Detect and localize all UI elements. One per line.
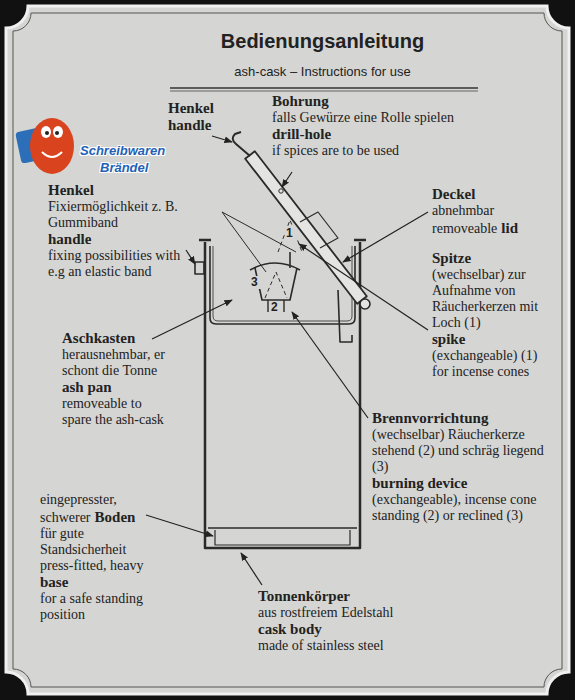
title-rule [170,87,478,89]
lid-tab [300,212,338,248]
callout-group: Aschkastenherausnehmbar, er schont die T… [62,330,172,428]
lid [245,151,367,303]
leader-line [152,300,232,339]
subtitle-group: ash-cask – Instructions for use [170,64,475,79]
spike [289,252,291,268]
callout-group: Tonnenkörperaus rostfreiem Edelstahlcask… [258,588,488,654]
cone-reclined [222,212,296,272]
cask-base [215,530,350,545]
callout-group: Henkelhandle [168,100,248,134]
callout: Boden [95,509,136,525]
leader-line [343,212,428,262]
cask-body [205,242,360,548]
callout: Brennvorrichtung [372,410,548,427]
callout: for a safe standing position [40,591,162,623]
callout: Deckel [432,186,550,203]
title: Bedienungsanleitung [170,30,475,53]
callout: handle [168,117,248,134]
lid-handle [233,132,250,156]
side-handle [195,262,204,274]
leader-line [292,312,368,418]
leader-line [146,515,213,536]
callout: Henkel [48,182,183,199]
callout-group: eingepresster, schwererBodenfür gute Sta… [40,490,162,623]
callout: falls Gewürze eine Rolle spielen [272,110,534,126]
callout: (exchangeable) (1) for incense cones [432,348,550,380]
watermark: Brändel [100,160,190,175]
callout: base [40,574,162,591]
watermark: Schreibwaren [80,143,190,158]
burner [250,263,300,270]
callout: Bohrung [272,93,534,110]
callout: (wechselbar) zur Aufnahme von Räucherker… [432,267,550,331]
callout: cask body [258,621,488,638]
card-border [13,13,562,687]
leader-line [282,172,292,187]
callout-number-group: 1 [285,227,297,240]
leader-line [241,553,262,585]
callout: Fixiermöglichkeit z. B. Gummiband [48,199,183,231]
callout-group: HenkelFixiermöglichkeit z. B. Gummibandh… [48,182,183,280]
cone-standing [278,220,302,252]
title-rule [170,91,478,92]
callout-number-group: 3 [250,276,262,289]
cask-base [208,527,357,528]
subtitle: ash-cask – Instructions for use [170,64,475,79]
callout-number: 2 [270,301,282,314]
callout: handle [48,231,183,248]
leader-line [212,136,232,142]
watermark-logo [15,118,74,174]
callout: herausnehmbar, er schont die Tonne [62,347,172,379]
callout: removeable to spare the ash-cask [62,396,172,428]
callout: ash pan [62,379,172,396]
callout-number-group: 2 [270,301,282,314]
callout: press-fitted, heavy [40,558,162,574]
callout: lid [501,220,518,236]
callout: burning device [372,475,548,492]
callout: Henkel [168,100,248,117]
callout: spike [432,331,550,348]
leader-line [186,250,195,264]
callout: aus rostfreiem Edelstahl [258,605,488,621]
watermark-group: Schreibwaren [80,143,190,158]
lid-bracket [338,290,352,342]
callout: Tonnenkörper [258,588,488,605]
callout-group: Deckelabnehmbar removeable lid [432,186,550,237]
callout: für gute Standsicherheit [40,526,162,558]
lid-knob [360,299,370,309]
watermark-group: Brändel [100,160,190,175]
callout: made of stainless steel [258,638,488,654]
leader-line [299,244,428,330]
callout: Spitze [432,250,550,267]
callout-group: Brennvorrichtung(wechselbar) Räucherkerz… [372,410,548,524]
callout: fixing possibilities with e.g an elastic… [48,248,183,280]
callout: removeable [432,221,497,236]
callout: (wechselbar) Räucherkerze stehend (2) un… [372,427,548,475]
callout-number: 1 [285,227,297,240]
callout: abnehmbar [432,203,550,219]
callout: Aschkasten [62,330,172,347]
drill-hole [279,189,283,193]
callout-number: 3 [250,276,262,289]
callout-group: Spitze(wechselbar) zur Aufnahme von Räuc… [432,250,550,380]
callout-group: Bohrungfalls Gewürze eine Rolle spielend… [272,93,534,159]
card [6,6,569,694]
callout: drill-hole [272,126,534,143]
callout: if spices are to be used [272,143,534,159]
callout: (exchangeable), incense cone standing (2… [372,492,548,524]
cone-burner [265,272,287,298]
cask-rim [199,239,366,242]
